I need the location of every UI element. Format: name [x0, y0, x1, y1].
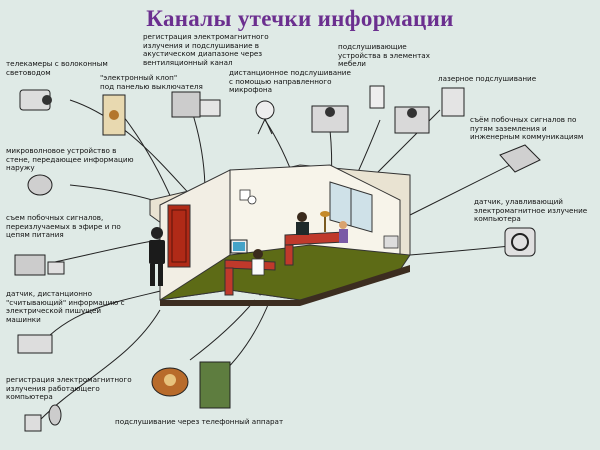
device-directional-mic [255, 100, 275, 135]
device-laser [441, 87, 465, 117]
label-registration-acoustic: регистрация электромагнитного излучения … [143, 32, 269, 67]
device-em-sensor [504, 227, 536, 257]
page-title: Каналы утечки информации [146, 6, 454, 31]
label-registration-pc: регистрация электромагнитного излучения … [6, 375, 132, 402]
device-computer-sensor [24, 404, 62, 432]
room-illustration [149, 164, 411, 306]
device-wall-switch [102, 94, 126, 136]
label-em-sensor: датчик, улавливающий электромагнитное из… [474, 197, 588, 224]
device-microwave-dish [27, 174, 53, 196]
device-ground-sensor [499, 144, 541, 173]
label-furniture-devices: подслушивающие устройства в элементах ме… [338, 42, 430, 69]
device-ether-receiver [14, 254, 65, 276]
label-typewriter-sensor: датчик, дистанционно "считывающий" инфор… [6, 289, 125, 324]
label-remote-mic: дистанционное подслушивание с помощью на… [229, 68, 351, 95]
label-telecameras: телекамеры с волоконным световодом [6, 59, 108, 77]
device-circuit-board [199, 361, 231, 409]
device-phone [151, 367, 189, 397]
device-operator-2 [394, 106, 430, 134]
label-laser: лазерное подслушивание [438, 74, 537, 83]
device-furniture-bug [369, 85, 385, 109]
label-phone: подслушивание через телефонный аппарат [115, 417, 284, 426]
label-electronic-clop: "электронный клоп" под панелью выключате… [100, 73, 203, 91]
device-typewriter [17, 334, 53, 354]
label-side-signals-ground: съём побочных сигналов по путям заземлен… [470, 115, 584, 142]
device-telecamera [19, 89, 52, 111]
device-ventilation-recorder [171, 91, 221, 118]
label-side-signals-ether: съем побочных сигналов, переизлучаемых в… [6, 213, 121, 240]
label-microwave: микроволновое устройство в стене, переда… [6, 146, 134, 173]
device-operator-1 [311, 105, 349, 133]
